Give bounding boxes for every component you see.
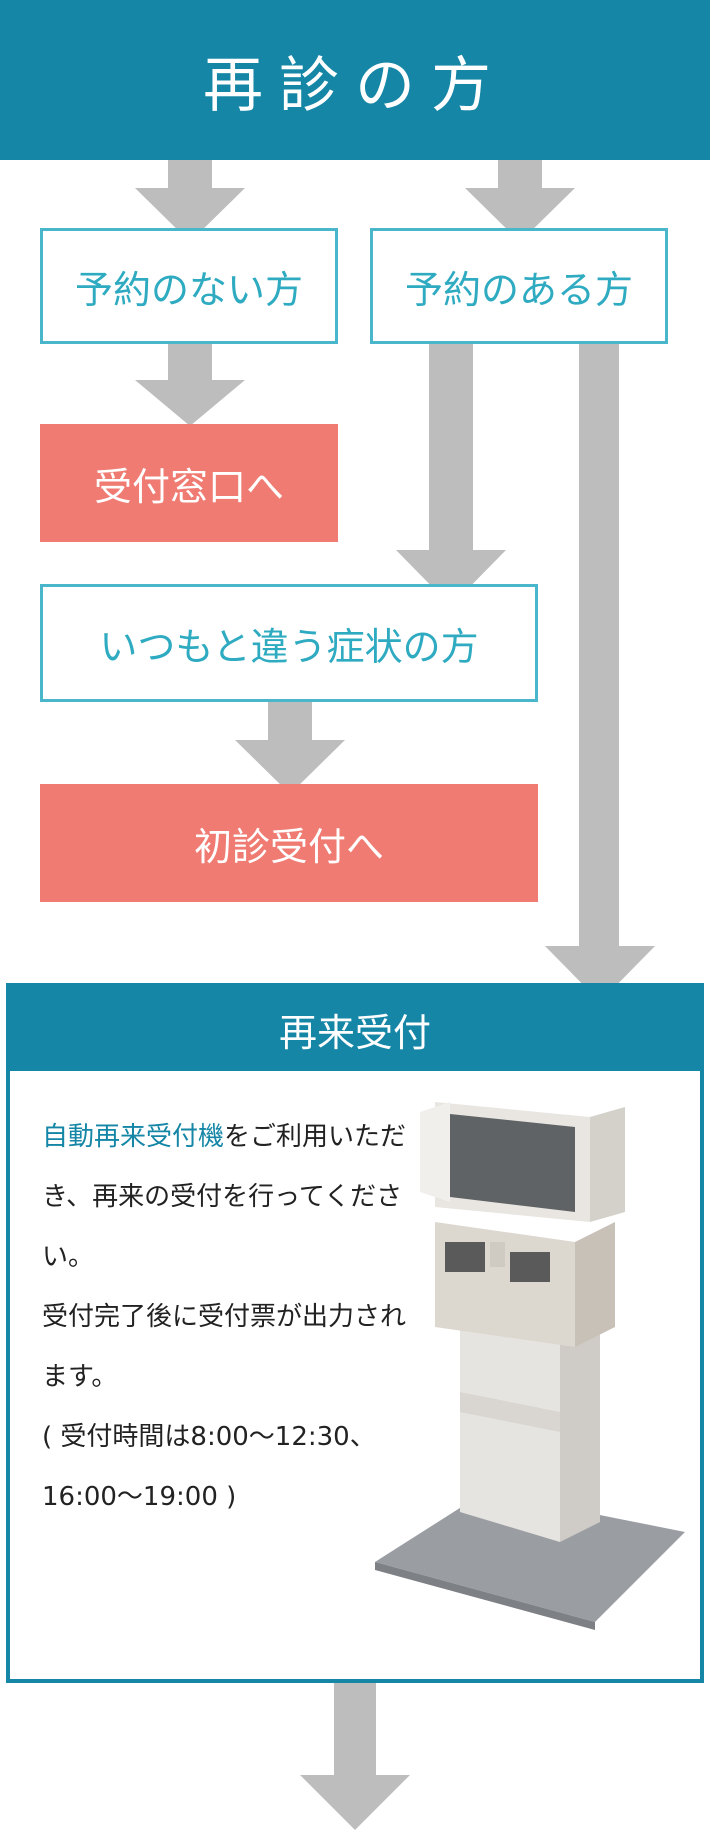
arrow-to-no-appointment xyxy=(135,160,245,242)
hours-line-1: ( 受付時間は8:00〜12:30、 xyxy=(42,1422,376,1452)
kiosk-machine-image xyxy=(375,1102,685,1630)
no-appointment-box: 予約のない方 xyxy=(40,228,338,344)
description-rest: をご利用いただき、再来の受付を行ってください。 xyxy=(42,1122,407,1272)
reception-window-box: 受付窓口へ xyxy=(40,424,338,542)
with-appointment-box: 予約のある方 xyxy=(370,228,668,344)
arrow-to-first-visit xyxy=(235,702,345,794)
arrow-to-next-step xyxy=(300,1683,410,1830)
panel-title: 再来受付 xyxy=(10,987,700,1071)
different-symptoms-box: いつもと違う症状の方 xyxy=(40,584,538,702)
panel-description: 自動再来受付機をご利用いただき、再来の受付を行ってください。 受付完了後に受付票… xyxy=(42,1107,412,1527)
first-visit-reception-box: 初診受付へ xyxy=(40,784,538,902)
arrow-to-reception-window xyxy=(135,344,245,426)
kiosk-name: 自動再来受付機 xyxy=(42,1122,225,1152)
arrow-to-with-appointment xyxy=(465,160,575,242)
arrow-to-different-symptoms xyxy=(396,344,506,606)
revisit-reception-panel: 再来受付 自動再来受付機をご利用いただき、再来の受付を行ってください。 受付完了… xyxy=(6,983,704,1683)
arrow-to-revisit-reception xyxy=(545,344,655,1002)
hours-line-2: 16:00〜19:00 ) xyxy=(42,1482,237,1512)
receipt-note: 受付完了後に受付票が出力されます。 xyxy=(42,1302,407,1392)
page-title: 再診の方 xyxy=(0,0,710,160)
